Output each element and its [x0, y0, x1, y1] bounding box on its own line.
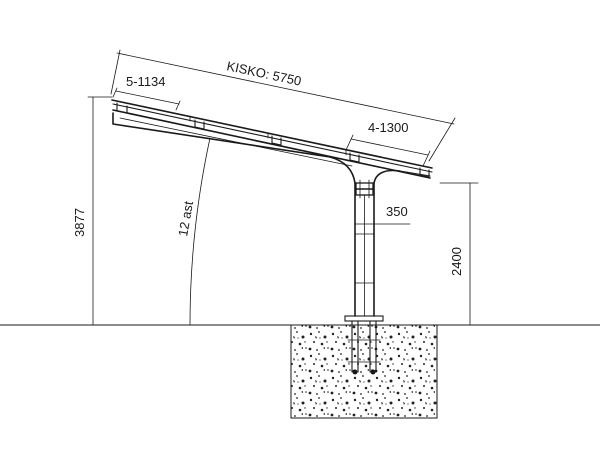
base-plate	[344, 315, 384, 322]
left-span-dimension	[112, 87, 181, 111]
angle-arc	[189, 137, 211, 326]
right-height-label: 2400	[449, 247, 464, 276]
concrete-foundation	[290, 324, 438, 419]
purlins	[116, 102, 430, 178]
steel-column	[329, 156, 401, 317]
right-span-dimension	[345, 134, 431, 167]
right-height-dimension	[439, 182, 479, 326]
column-width-label: 350	[386, 204, 408, 219]
rail-total-dimension	[110, 49, 456, 162]
beam-column-bolts	[355, 179, 374, 199]
left-span-label: 5-1134	[126, 74, 166, 89]
angle-label: 12 ast	[175, 200, 196, 238]
roof-beam	[112, 109, 431, 179]
left-height-dimension	[87, 96, 113, 326]
left-height-label: 3877	[72, 208, 87, 237]
solar-panel-row	[111, 99, 433, 173]
right-span-label: 4-1300	[368, 120, 408, 135]
anchor-bolts	[347, 317, 381, 375]
